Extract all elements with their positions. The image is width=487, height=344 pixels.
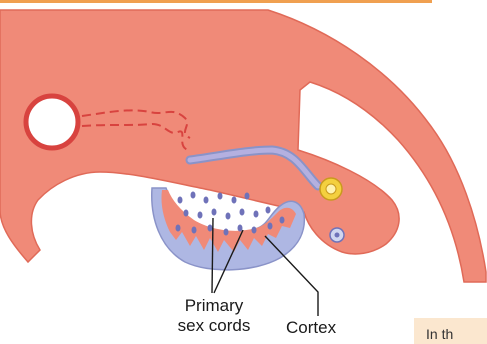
text-snippet: In th xyxy=(426,326,453,342)
primary-label-line1: Primary xyxy=(164,296,264,316)
primary-sex-cords-label: Primary sex cords xyxy=(164,296,264,336)
top-accent-bar xyxy=(0,0,432,3)
primary-label-line2: sex cords xyxy=(164,316,264,336)
text-snippet-box: In th xyxy=(414,318,487,344)
vessel-ring-icon xyxy=(26,96,78,148)
cortex-label: Cortex xyxy=(286,318,336,338)
